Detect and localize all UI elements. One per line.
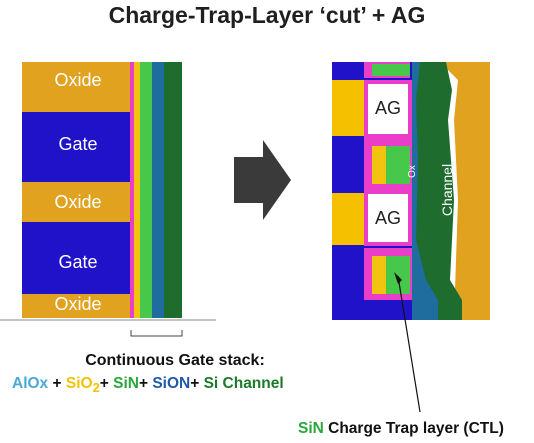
gate-mid [332,136,364,192]
si-channel-layer [164,62,182,318]
left-label-oxide-1: Oxide [54,70,102,90]
sio2-segment-mid [372,146,386,184]
alox-text: AlOx [12,375,49,392]
sio2-segment-bottom [372,256,386,294]
outer-oxide [440,62,490,320]
alox-layer [130,62,134,318]
ctl-sin-text: SiN [298,420,324,437]
sio2-subscript: 2 [92,380,100,396]
ctl-rest-text: Charge Trap layer (CTL) [323,420,504,437]
plus-text-1: + [48,375,66,392]
gate-bottom [332,245,364,320]
continuous-caption: Continuous Gate stack: [85,352,265,369]
gate-top [332,62,364,80]
ctl-segment-mid [386,146,410,184]
plus-text-2: + [99,375,114,392]
transform-arrow-icon [234,140,291,220]
ctl-pointer-line [397,275,421,413]
sion-layer [152,62,164,318]
page-title: Charge-Trap-Layer ‘cut’ + AG [108,2,426,28]
plus-text-3: + [138,375,153,392]
left-label-oxide-3: Oxide [54,294,102,314]
channel-label: Channel [439,163,455,217]
sion-text: SiON [152,375,191,392]
stack-composition-caption: AlOx + SiO2+ SiN+ SiON+ Si Channel [12,375,332,395]
sin-layer [140,62,152,318]
sin-text: SiN [113,375,139,392]
ag-label-2: AG [374,208,401,228]
left-label-oxide-2: Oxide [54,192,102,212]
oxide-block-1 [332,80,367,136]
ctl-caption: SiN Charge Trap layer (CTL) [298,420,534,438]
plus-text-4: + [190,375,204,392]
ag-block-1 [368,84,408,134]
left-label-gate-1: Gate [58,134,98,154]
stack-bracket [130,330,183,337]
gate-block-1 [22,112,134,182]
left-label-gate-2: Gate [58,252,98,272]
si-channel-text: Si Channel [203,375,284,392]
oxide-block-2 [332,193,367,245]
ag-label-1: AG [374,98,401,118]
ag-block-2 [368,194,408,242]
ctl-pointer-arrowhead [394,272,402,284]
gate-block-2 [22,222,134,294]
ctl-segment-top [372,64,410,76]
sio-text: SiO [65,375,93,392]
ctl-segment-bottom [386,256,410,294]
sio2-layer [134,62,140,318]
ox-label: Ox [406,165,418,178]
